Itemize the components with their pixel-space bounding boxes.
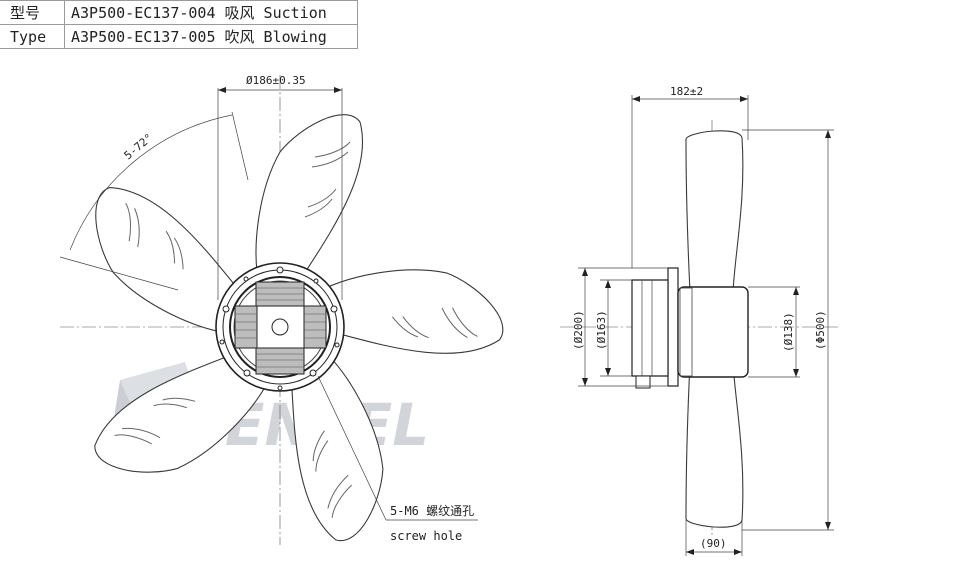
- dim-d163-text: (Ø163): [595, 310, 608, 350]
- hole-note-en: screw hole: [390, 529, 462, 543]
- dim-d138: (Ø138): [748, 286, 800, 378]
- dim-d200: (Ø200): [572, 267, 668, 387]
- dim-d500-text: (Φ500): [814, 310, 827, 350]
- front-view: Ø186±0.35 5-72° 5-M6 螺纹通孔 screw hole: [59, 74, 508, 548]
- hole-callout: 5-M6 螺纹通孔 screw hole: [317, 375, 478, 543]
- type-label-en: Type: [0, 24, 65, 49]
- dim-d500: (Φ500): [742, 129, 834, 531]
- dim-90: (90): [685, 520, 743, 556]
- type-table: 型号 A3P500-EC137-004 吸风 Suction Type A3P5…: [0, 0, 358, 49]
- fan-hub: [215, 262, 345, 392]
- type-value-suction: A3P500-EC137-004 吸风 Suction: [64, 0, 358, 25]
- screw-holes: [219, 266, 340, 391]
- dim-depth: 182±2: [631, 85, 749, 268]
- type-label-cn: 型号: [0, 0, 65, 25]
- dim-depth-text: 182±2: [670, 85, 703, 98]
- dim-bolt-circle-text: Ø186±0.35: [246, 74, 306, 87]
- side-view: 182±2 (Ø200) (Ø163) (Ø138): [560, 85, 840, 556]
- type-row-blowing: Type A3P500-EC137-005 吹风 Blowing: [0, 24, 358, 49]
- motor-body: [631, 267, 749, 389]
- dim-d138-text: (Ø138): [782, 312, 795, 352]
- type-row-suction: 型号 A3P500-EC137-004 吸风 Suction: [0, 0, 358, 25]
- dim-d163: (Ø163): [595, 279, 632, 377]
- dim-90-text: (90): [700, 537, 727, 550]
- dim-bolt-circle: Ø186±0.35: [217, 74, 343, 300]
- side-blade: [685, 130, 744, 528]
- type-value-blowing: A3P500-EC137-005 吹风 Blowing: [64, 24, 358, 49]
- hole-note-cn: 5-M6 螺纹通孔: [390, 504, 474, 518]
- dim-d200-text: (Ø200): [572, 310, 585, 350]
